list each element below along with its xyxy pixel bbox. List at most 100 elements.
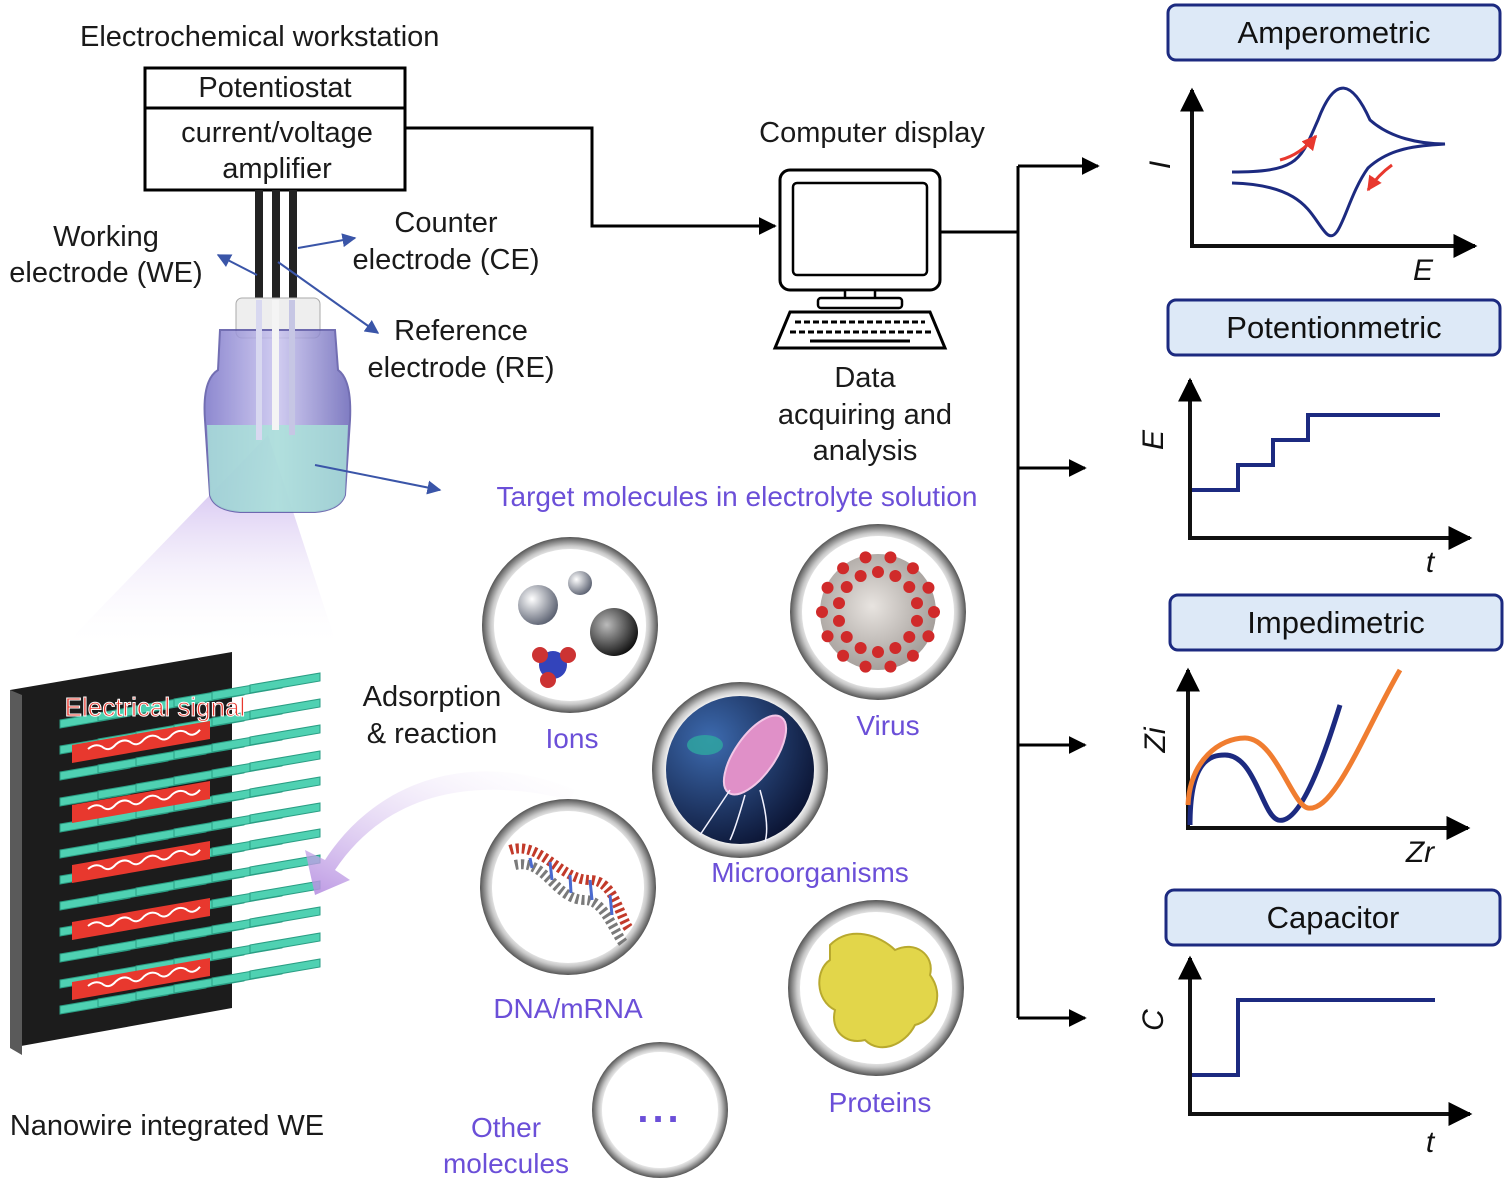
adsorption-label-line1: Adsorption <box>363 681 502 713</box>
capacitor-title-box <box>1164 888 1502 947</box>
microorganisms-label: Microorganisms <box>711 857 909 888</box>
virus-label: Virus <box>856 710 919 741</box>
other-molecules-illustration <box>592 1042 728 1178</box>
virus-spike <box>922 581 935 594</box>
nanowire-bar <box>249 698 321 720</box>
potentiometric-axes <box>1178 377 1473 550</box>
virus-spike <box>837 649 850 662</box>
virus-spike <box>821 630 834 643</box>
virus-spike <box>816 606 828 618</box>
virus-spike <box>884 551 897 564</box>
amperometric-title-box <box>1166 3 1502 62</box>
solution-pointer <box>314 464 442 495</box>
nanowire-bar <box>249 906 321 928</box>
we-pointer <box>216 254 258 276</box>
virus-spike <box>833 614 846 627</box>
virus-spike <box>910 597 923 610</box>
signal-wave <box>87 789 201 811</box>
amperometric-forward-arrow <box>1279 134 1318 162</box>
capacitor-ylabel: C <box>1137 1009 1170 1031</box>
potentiometric-title: Potentionmetric <box>1226 310 1441 345</box>
amperometric-reverse-arrow <box>1366 163 1393 192</box>
adsorption-label-line2: & reaction <box>367 718 498 750</box>
computer-icon <box>772 168 948 350</box>
amplifier-box <box>143 106 407 192</box>
we-label-line2: electrode (WE) <box>9 257 202 289</box>
virus-spike <box>859 660 872 673</box>
workstation-title: Electrochemical workstation <box>80 21 439 53</box>
electrochemical-cell <box>60 190 352 650</box>
target-molecules-label: Target molecules in electrolyte solution <box>497 481 978 512</box>
signal-wave <box>87 729 201 751</box>
signal-wave <box>87 849 201 871</box>
electrical-signal-label: Electrical signal <box>65 692 246 722</box>
capacitor-step-curve <box>1192 998 1435 1077</box>
signal-arrows <box>72 721 210 1000</box>
computer-caption-line1: Data <box>834 362 896 394</box>
virus-spike <box>872 566 884 578</box>
impedimetric-title: Impedimetric <box>1247 605 1424 640</box>
nanowire-bar <box>249 672 321 694</box>
signal-wave <box>87 966 201 988</box>
nanowire-bar <box>249 724 321 746</box>
potentiometric-xlabel: t <box>1426 546 1436 579</box>
amperometric-title: Amperometric <box>1238 15 1431 50</box>
computer-title: Computer display <box>759 117 985 149</box>
capacitor-xlabel: t <box>1426 1126 1436 1159</box>
other-molecules-symbol: ... <box>637 1087 682 1131</box>
signal-wave <box>87 906 201 928</box>
nanowire-bar <box>249 880 321 902</box>
computer-caption-line3: analysis <box>813 435 918 467</box>
virus-spike <box>903 581 916 594</box>
re-pointer <box>277 261 380 334</box>
ce-pointer <box>297 233 357 249</box>
impedimetric-curve-orange <box>1185 668 1403 811</box>
amplifier-label-line1: current/voltage <box>181 117 373 149</box>
re-label-line1: Reference <box>394 315 528 347</box>
virus-spike <box>903 630 916 643</box>
impedimetric-ylabel: Zi <box>1139 726 1172 753</box>
nanowire-bar <box>249 750 321 772</box>
virus-illustration <box>790 524 966 700</box>
virus-spike <box>837 562 850 575</box>
branch-connector <box>940 157 1100 1027</box>
virus-spike <box>906 562 919 575</box>
ions-label: Ions <box>546 723 599 754</box>
we-label-line1: Working <box>53 221 159 253</box>
virus-spike <box>854 642 867 655</box>
ce-label-line1: Counter <box>394 207 498 239</box>
potentiometric-title-box <box>1166 298 1502 357</box>
virus-spike <box>889 642 902 655</box>
potentiometric-ylabel: E <box>1137 429 1170 450</box>
amperometric-xlabel: E <box>1413 254 1434 287</box>
amperometric-ylabel: I <box>1144 161 1177 169</box>
virus-spike <box>833 597 846 610</box>
virus-spike <box>840 630 853 643</box>
nanowire-bar <box>249 932 321 954</box>
virus-spike <box>854 569 867 582</box>
other-molecules-label-line1: Other <box>471 1112 541 1143</box>
dna-illustration <box>480 799 656 975</box>
amperometric-axes <box>1180 87 1478 258</box>
impedimetric-title-box <box>1168 593 1504 652</box>
microorganism-illustration <box>652 682 828 858</box>
computer-caption-line2: acquiring and <box>778 399 952 431</box>
nanowire-bar <box>249 776 321 798</box>
ions-illustration <box>482 537 658 713</box>
virus-spike <box>840 581 853 594</box>
proteins-label: Proteins <box>829 1087 932 1118</box>
capacitor-axes <box>1178 955 1473 1126</box>
amplifier-label-line2: amplifier <box>222 153 332 185</box>
impedimetric-xlabel: Zr <box>1405 836 1435 869</box>
virus-spike <box>889 569 902 582</box>
potentiostat-label: Potentiostat <box>198 72 351 104</box>
nanowire-bar <box>249 958 321 980</box>
adsorption-arrow <box>305 771 575 895</box>
workstation-to-computer-connector <box>405 126 777 235</box>
amperometric-curve <box>1231 86 1446 238</box>
potentiometric-step-curve <box>1192 413 1440 492</box>
nanowire-bar <box>249 828 321 850</box>
virus-spike <box>859 551 872 564</box>
capacitor-title: Capacitor <box>1267 900 1400 935</box>
nanowire-bar <box>249 802 321 824</box>
